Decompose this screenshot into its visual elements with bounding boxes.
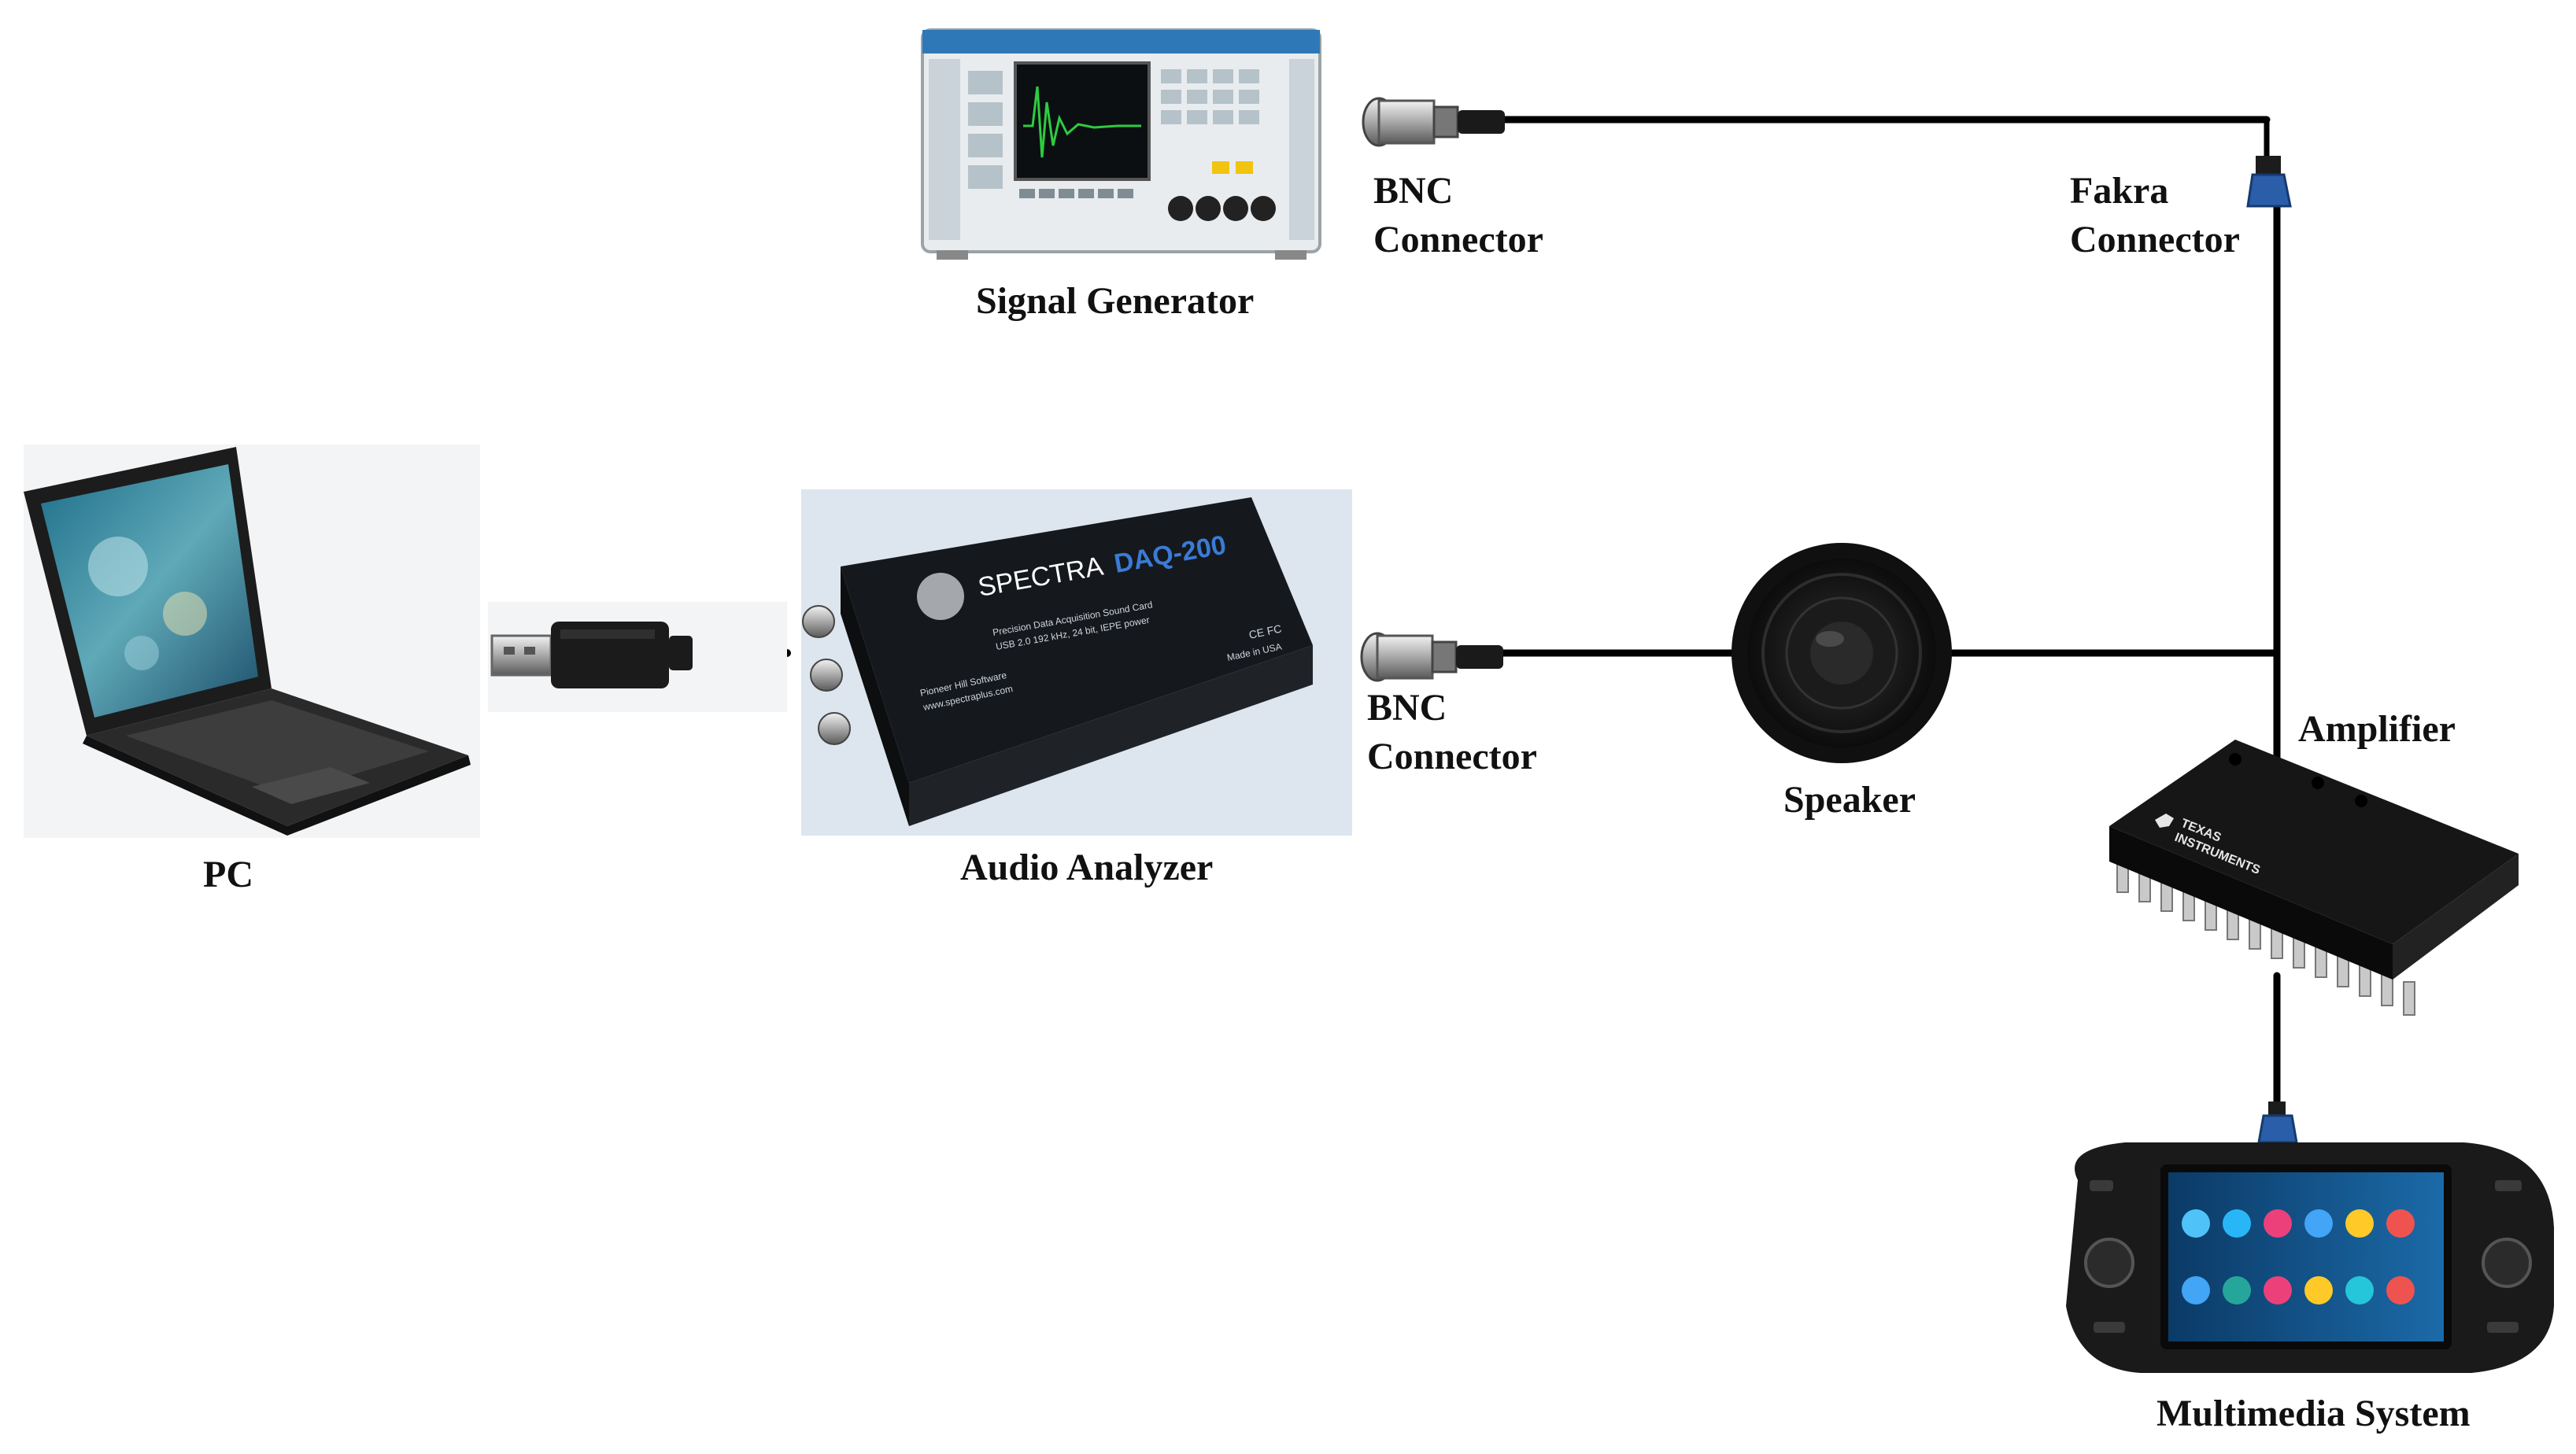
- multimedia-system-device: [2066, 1142, 2554, 1373]
- fakra-connector-bottom: [2257, 1102, 2298, 1144]
- label-fakra-line1: Fakra: [2070, 170, 2168, 212]
- label-fakra-line2: Connector: [2070, 219, 2240, 260]
- cables: [665, 116, 2281, 1117]
- fakra-connector-top: [2246, 156, 2292, 208]
- label-speaker: Speaker: [1783, 779, 1916, 821]
- label-audio-analyzer: Audio Analyzer: [960, 847, 1213, 888]
- audio-analyzer-device: SPECTRA DAQ-200 Precision Data Acquisiti…: [801, 489, 1352, 836]
- signal-generator-device: [921, 28, 1321, 260]
- label-pc: PC: [203, 854, 253, 895]
- bnc-connector-middle: [1360, 632, 1503, 682]
- label-bnc-mid-line2: Connector: [1367, 736, 1537, 777]
- label-bnc-mid-line1: BNC: [1367, 687, 1447, 729]
- label-bnc-top-line2: Connector: [1373, 219, 1543, 260]
- label-amplifier: Amplifier: [2298, 708, 2456, 750]
- generator-screen: [1014, 61, 1151, 181]
- labels: Signal Generator BNC Connector Fakra Con…: [203, 170, 2471, 1434]
- speaker-device: [1732, 543, 1952, 763]
- laptop-pc: [24, 445, 480, 838]
- usb-plug: [488, 602, 787, 712]
- label-multimedia-system: Multimedia System: [2157, 1393, 2471, 1434]
- label-signal-generator: Signal Generator: [976, 280, 1254, 322]
- label-bnc-top-line1: BNC: [1373, 170, 1453, 212]
- amplifier-chip: TEXAS INSTRUMENTS: [2109, 740, 2519, 1016]
- bnc-connector-top: [1362, 97, 1505, 147]
